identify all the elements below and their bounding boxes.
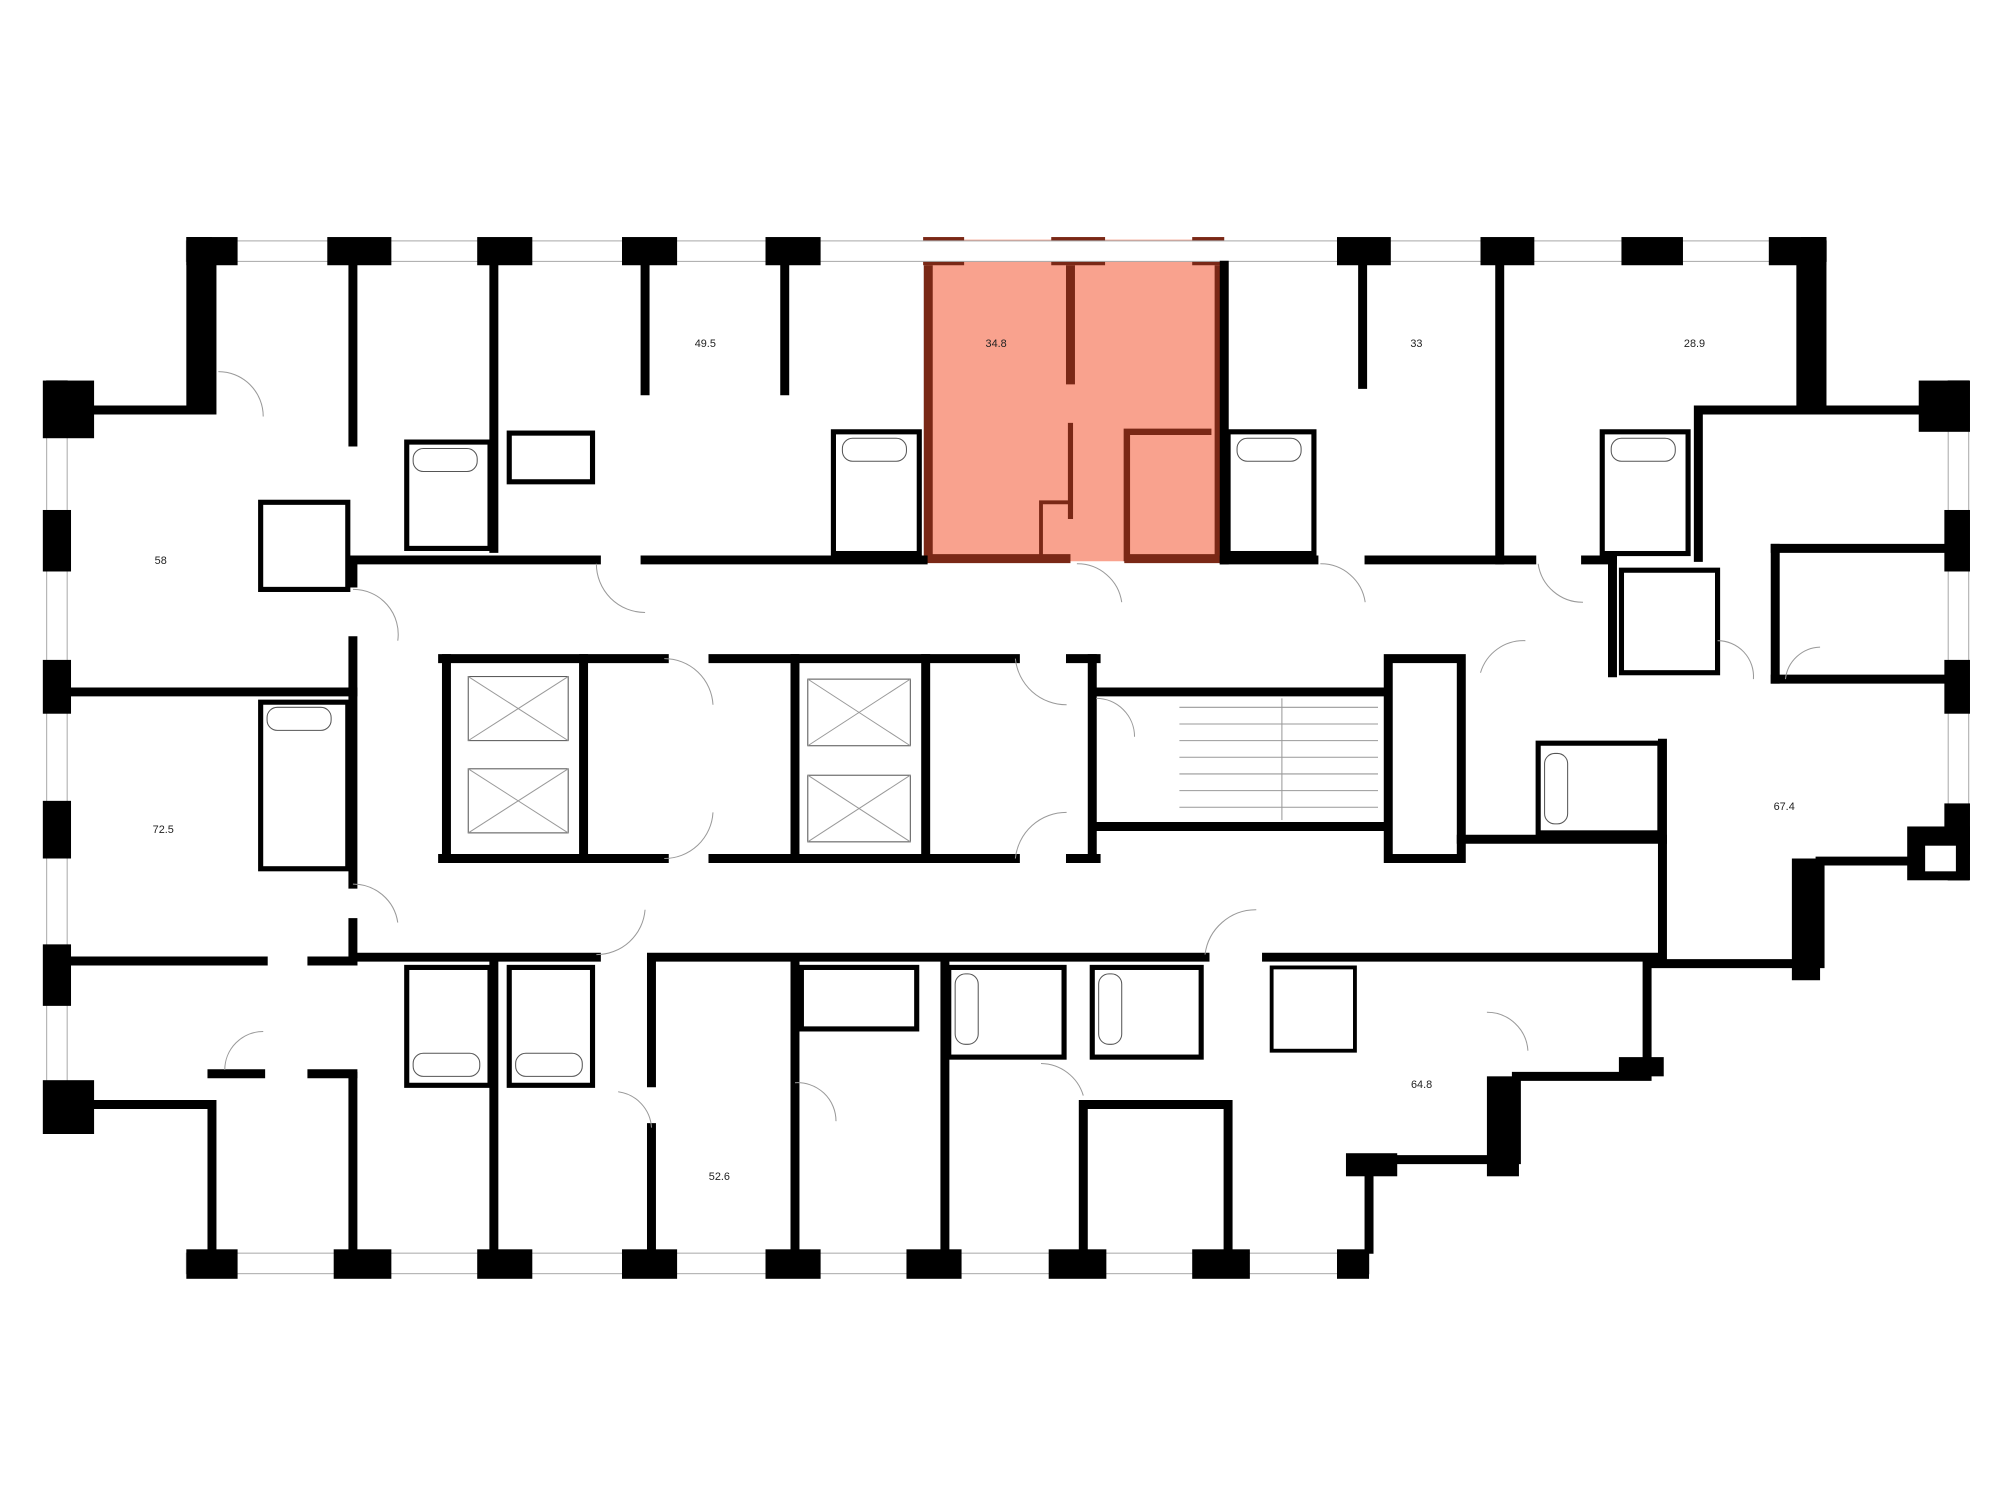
apartment-labels: 49.5 34.8 33 28.9 58 72.5 67.4 52.6 64.8 (153, 338, 1795, 1183)
apartment-area-label[interactable]: 49.5 (695, 338, 716, 350)
apartment-area-label[interactable]: 64.8 (1411, 1079, 1432, 1091)
apartment-area-label-selected[interactable]: 34.8 (986, 338, 1007, 350)
apartment-area-label[interactable]: 58 (155, 555, 167, 567)
apartment-area-label[interactable]: 72.5 (153, 824, 174, 836)
exterior-walls (42, 237, 1970, 1279)
apartment-34-8-highlight[interactable] (923, 237, 1225, 564)
doors (218, 371, 1821, 1128)
apartment-area-label[interactable]: 67.4 (1774, 801, 1795, 813)
interior-walls (66, 260, 1949, 1254)
apartment-area-label[interactable]: 52.6 (709, 1171, 730, 1183)
apartment-area-label[interactable]: 28.9 (1684, 338, 1705, 350)
apartment-area-label[interactable]: 33 (1410, 338, 1422, 350)
